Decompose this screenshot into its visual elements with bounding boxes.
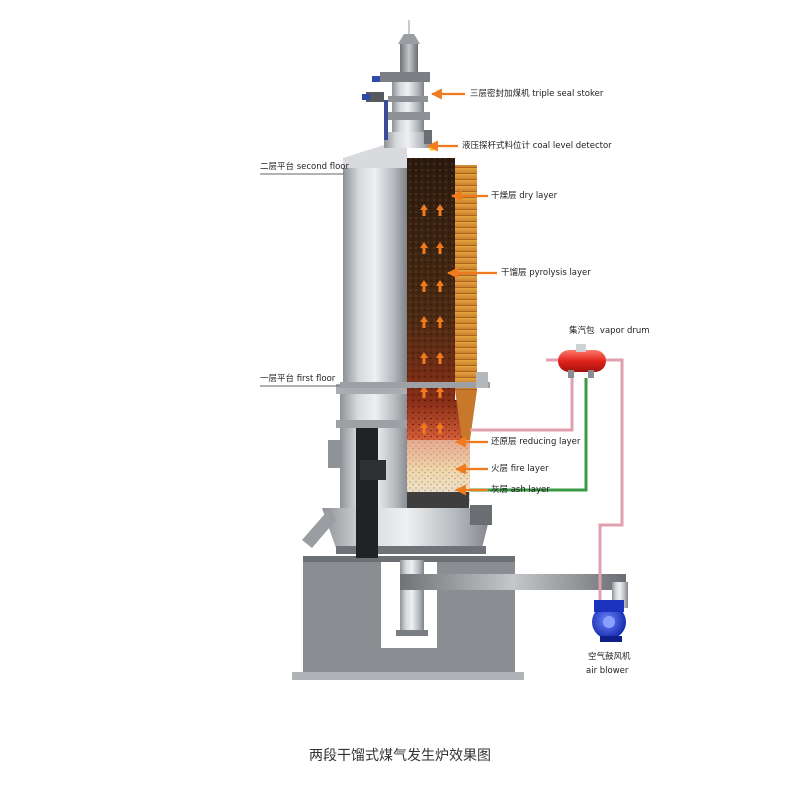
label-coal-level-detector: 液压探杆式料位计 coal level detector <box>462 141 612 151</box>
first-floor-flange <box>340 372 490 388</box>
gas-flow-arrows <box>420 204 444 434</box>
label-pyrolysis-layer: 干馏层 pyrolysis layer <box>501 268 591 278</box>
label-vapor-drum-en: vapor drum <box>599 326 650 336</box>
label-ash-layer: 灰层 ash layer <box>491 485 550 495</box>
label-dry-layer: 干燥层 dry layer <box>491 191 558 201</box>
floor-leaders <box>260 173 344 387</box>
label-vapor-drum: 集汽包 vapor drum <box>569 326 650 337</box>
label-vapor-drum-cn: 集汽包 <box>569 326 595 336</box>
stoker-assembly <box>362 20 435 151</box>
air-blower <box>592 600 626 642</box>
steam-line <box>470 358 624 606</box>
label-second-floor: 二层平台 second floor <box>260 162 349 172</box>
label-fire-layer: 火层 fire layer <box>491 464 549 474</box>
lower-shell <box>328 384 414 558</box>
figure-caption: 两段干馏式煤气发生炉效果图 <box>309 748 491 764</box>
upper-shell <box>343 132 432 388</box>
vapor-drum <box>558 344 606 378</box>
ash-pan <box>302 508 492 554</box>
label-reducing-layer: 还原层 reducing layer <box>491 437 581 447</box>
label-first-floor: 一层平台 first floor <box>260 374 336 384</box>
coal-bed-cutaway <box>407 158 492 525</box>
label-air-blower-cn: 空气鼓风机 <box>588 652 631 662</box>
label-triple-seal-stoker: 三层密封加煤机 triple seal stoker <box>470 89 604 99</box>
leader-arrows <box>426 88 497 496</box>
label-air-blower-en: air blower <box>586 666 629 676</box>
